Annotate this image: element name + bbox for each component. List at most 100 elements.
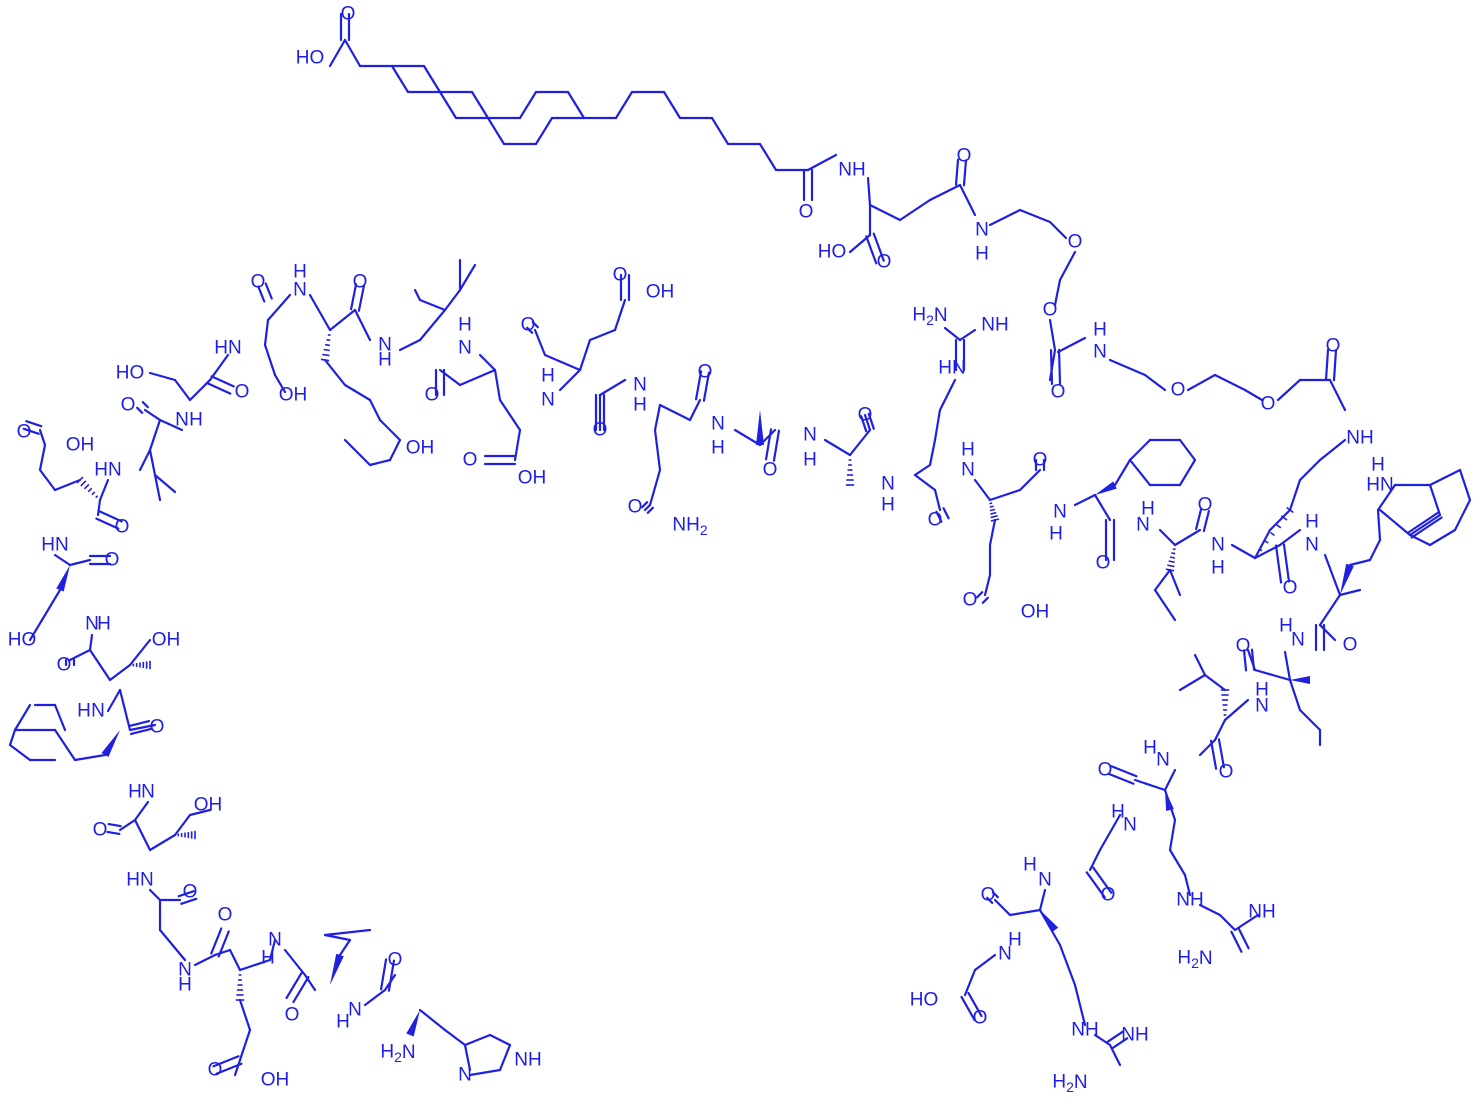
bond [1098, 813, 1122, 852]
bond [1111, 1037, 1129, 1050]
atom-label: HO [818, 242, 847, 263]
hash-bond [91, 491, 96, 496]
atom-label: O [235, 382, 250, 403]
bond [458, 263, 477, 292]
bond [1092, 866, 1113, 894]
atom-label: HN [1366, 475, 1393, 496]
atom-label: O [463, 450, 478, 471]
hash-bond [1264, 540, 1269, 544]
atom-label: N [1255, 696, 1269, 717]
bond [418, 298, 447, 312]
bond [688, 398, 702, 422]
bond [158, 928, 187, 962]
bond [531, 321, 539, 329]
bond [106, 688, 122, 713]
bond [1283, 650, 1292, 682]
bond [866, 176, 872, 207]
atom-label: O [593, 420, 608, 441]
atom-label: H [975, 244, 989, 265]
bond [463, 1043, 472, 1072]
atom-label: O [183, 882, 198, 903]
bond [1237, 927, 1250, 950]
hash-bond [326, 338, 331, 342]
bond [1107, 772, 1135, 785]
atom-label: H [128, 782, 142, 803]
atom-label: O [981, 885, 996, 906]
atom-label: NH [1248, 902, 1275, 923]
bond [418, 1008, 447, 1032]
atom-label: N [1123, 815, 1137, 836]
hash-bond [1169, 556, 1176, 559]
atom-label: OH [279, 385, 308, 406]
bond [1288, 478, 1302, 512]
atom-label: O [763, 460, 778, 481]
bond [1428, 528, 1457, 547]
atom-label: HO [8, 630, 37, 651]
bond [764, 428, 773, 461]
bond [1458, 468, 1472, 502]
bond [1230, 543, 1257, 560]
atom-label: O [613, 265, 628, 286]
atom-label: O [1326, 336, 1341, 357]
bond [1038, 888, 1047, 912]
bond [129, 727, 153, 735]
atom-label: N [85, 614, 99, 635]
atom-label: N [178, 960, 192, 981]
wedge-bond [1040, 910, 1059, 933]
atom-label: N [268, 930, 282, 951]
bond [257, 285, 266, 303]
bond [1408, 513, 1442, 537]
atom-label: H [803, 450, 817, 471]
atom-label: H2N [1177, 948, 1212, 972]
bond [22, 427, 40, 435]
hash-bond [83, 483, 90, 490]
atom-label: O [115, 517, 130, 538]
atom-label: OH [66, 435, 95, 456]
bond [95, 517, 120, 530]
bond [1073, 493, 1097, 507]
bond [1053, 278, 1062, 307]
atom-label: N [881, 474, 895, 495]
bond [588, 328, 617, 342]
wedge-bond [56, 565, 70, 592]
bond [328, 308, 357, 332]
bond-layer [8, 12, 1472, 1077]
bond [413, 288, 422, 302]
atom-label: OH [194, 795, 223, 816]
bond [1218, 913, 1237, 932]
bond [38, 443, 47, 472]
bond [1378, 508, 1412, 537]
atom-label: H [961, 440, 975, 461]
bond [478, 353, 497, 372]
bond [526, 326, 534, 334]
hash-bond [1168, 560, 1175, 564]
bond [928, 438, 937, 467]
hash-bond [87, 487, 93, 493]
atom-label: O [1033, 450, 1048, 471]
atom-label: NH [1346, 428, 1373, 449]
bond [513, 428, 522, 462]
bond [273, 373, 287, 394]
atom-label: O [799, 202, 814, 223]
bond [263, 318, 270, 347]
bond [1056, 336, 1087, 354]
bond [1018, 208, 1052, 224]
atom-label: HO [116, 363, 145, 384]
atom-label: N [1038, 870, 1052, 891]
atom-label: O [218, 905, 233, 926]
bond [468, 1068, 502, 1077]
bond [1110, 765, 1138, 778]
bond [1318, 593, 1342, 627]
bond [943, 326, 962, 342]
bond [463, 1033, 492, 1047]
bond [128, 638, 152, 667]
atom-label: N [1136, 515, 1150, 536]
bond [1193, 653, 1207, 677]
bond [898, 198, 932, 222]
atom-label: O [93, 820, 108, 841]
bond [958, 183, 977, 217]
bond [1217, 738, 1226, 769]
atom-label: HO [296, 48, 325, 69]
bond [534, 116, 554, 146]
atom-label: HN [126, 870, 153, 891]
